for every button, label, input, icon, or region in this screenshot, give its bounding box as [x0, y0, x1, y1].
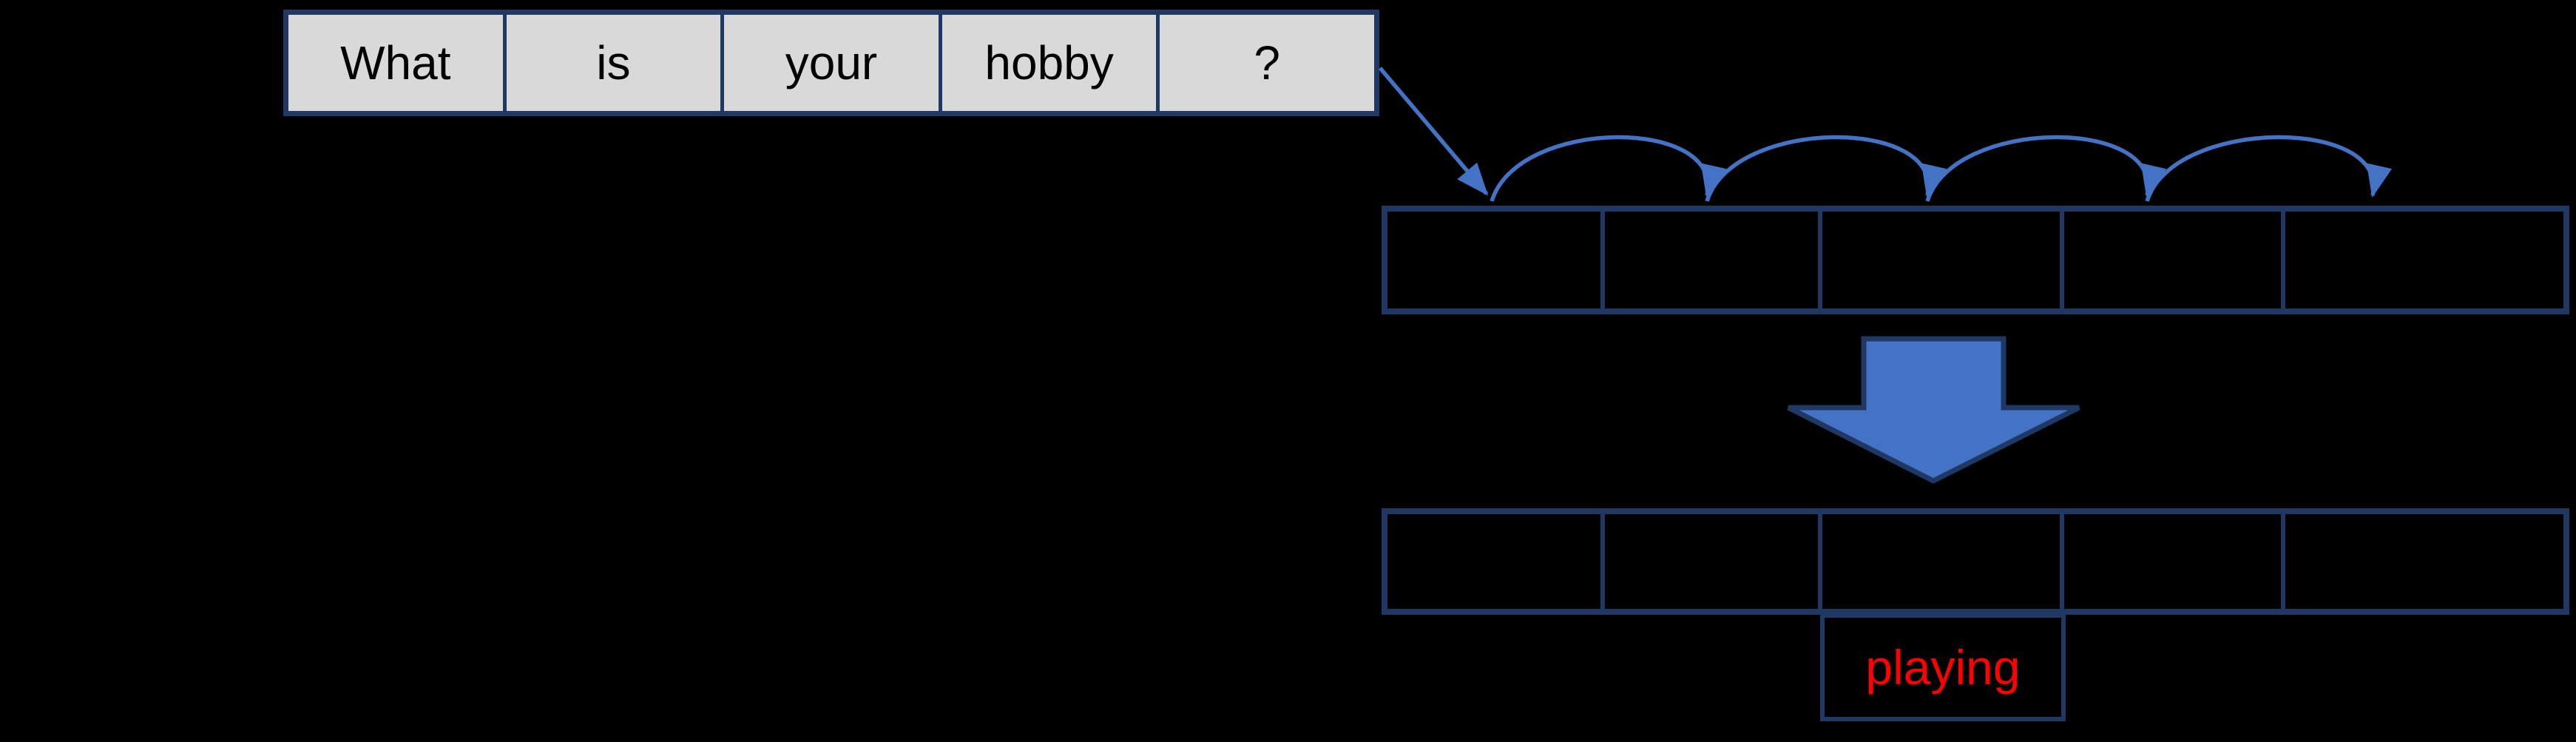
empty-cell [1822, 514, 2065, 609]
sentence-word: is [596, 36, 631, 90]
hop-arc-3 [1925, 135, 2167, 202]
sentence-word: your [785, 36, 878, 90]
sentence-table: What is your hobby ? [283, 10, 1379, 116]
sentence-word: ? [1254, 36, 1280, 90]
sentence-cell: is [506, 15, 725, 111]
empty-cell [2064, 212, 2285, 308]
hop-arc-2 [1705, 135, 1947, 202]
prediction-label: playing [1865, 640, 2021, 695]
empty-cell [1387, 212, 1605, 308]
sentence-cell: What [288, 15, 507, 111]
upper-cell-row [1382, 206, 2569, 314]
empty-cell [2064, 514, 2285, 609]
hop-arc-1 [1490, 135, 1727, 202]
sentence-word: What [340, 36, 451, 90]
hop-arc-4 [2145, 135, 2393, 202]
prediction-cell: playing [1820, 613, 2066, 721]
empty-cell [2285, 212, 2563, 308]
empty-cell [1822, 212, 2065, 308]
empty-cell [2285, 514, 2563, 609]
empty-cell [1387, 514, 1605, 609]
sentence-cell: your [724, 15, 942, 111]
sentence-cell: hobby [942, 15, 1160, 111]
empty-cell [1605, 514, 1823, 609]
lower-cell-row [1382, 508, 2569, 615]
input-arrow [1378, 67, 1489, 196]
transform-down-arrow [1787, 336, 2080, 484]
empty-cell [1605, 212, 1823, 308]
sentence-cell: ? [1160, 15, 1374, 111]
sentence-word: hobby [984, 36, 1114, 90]
